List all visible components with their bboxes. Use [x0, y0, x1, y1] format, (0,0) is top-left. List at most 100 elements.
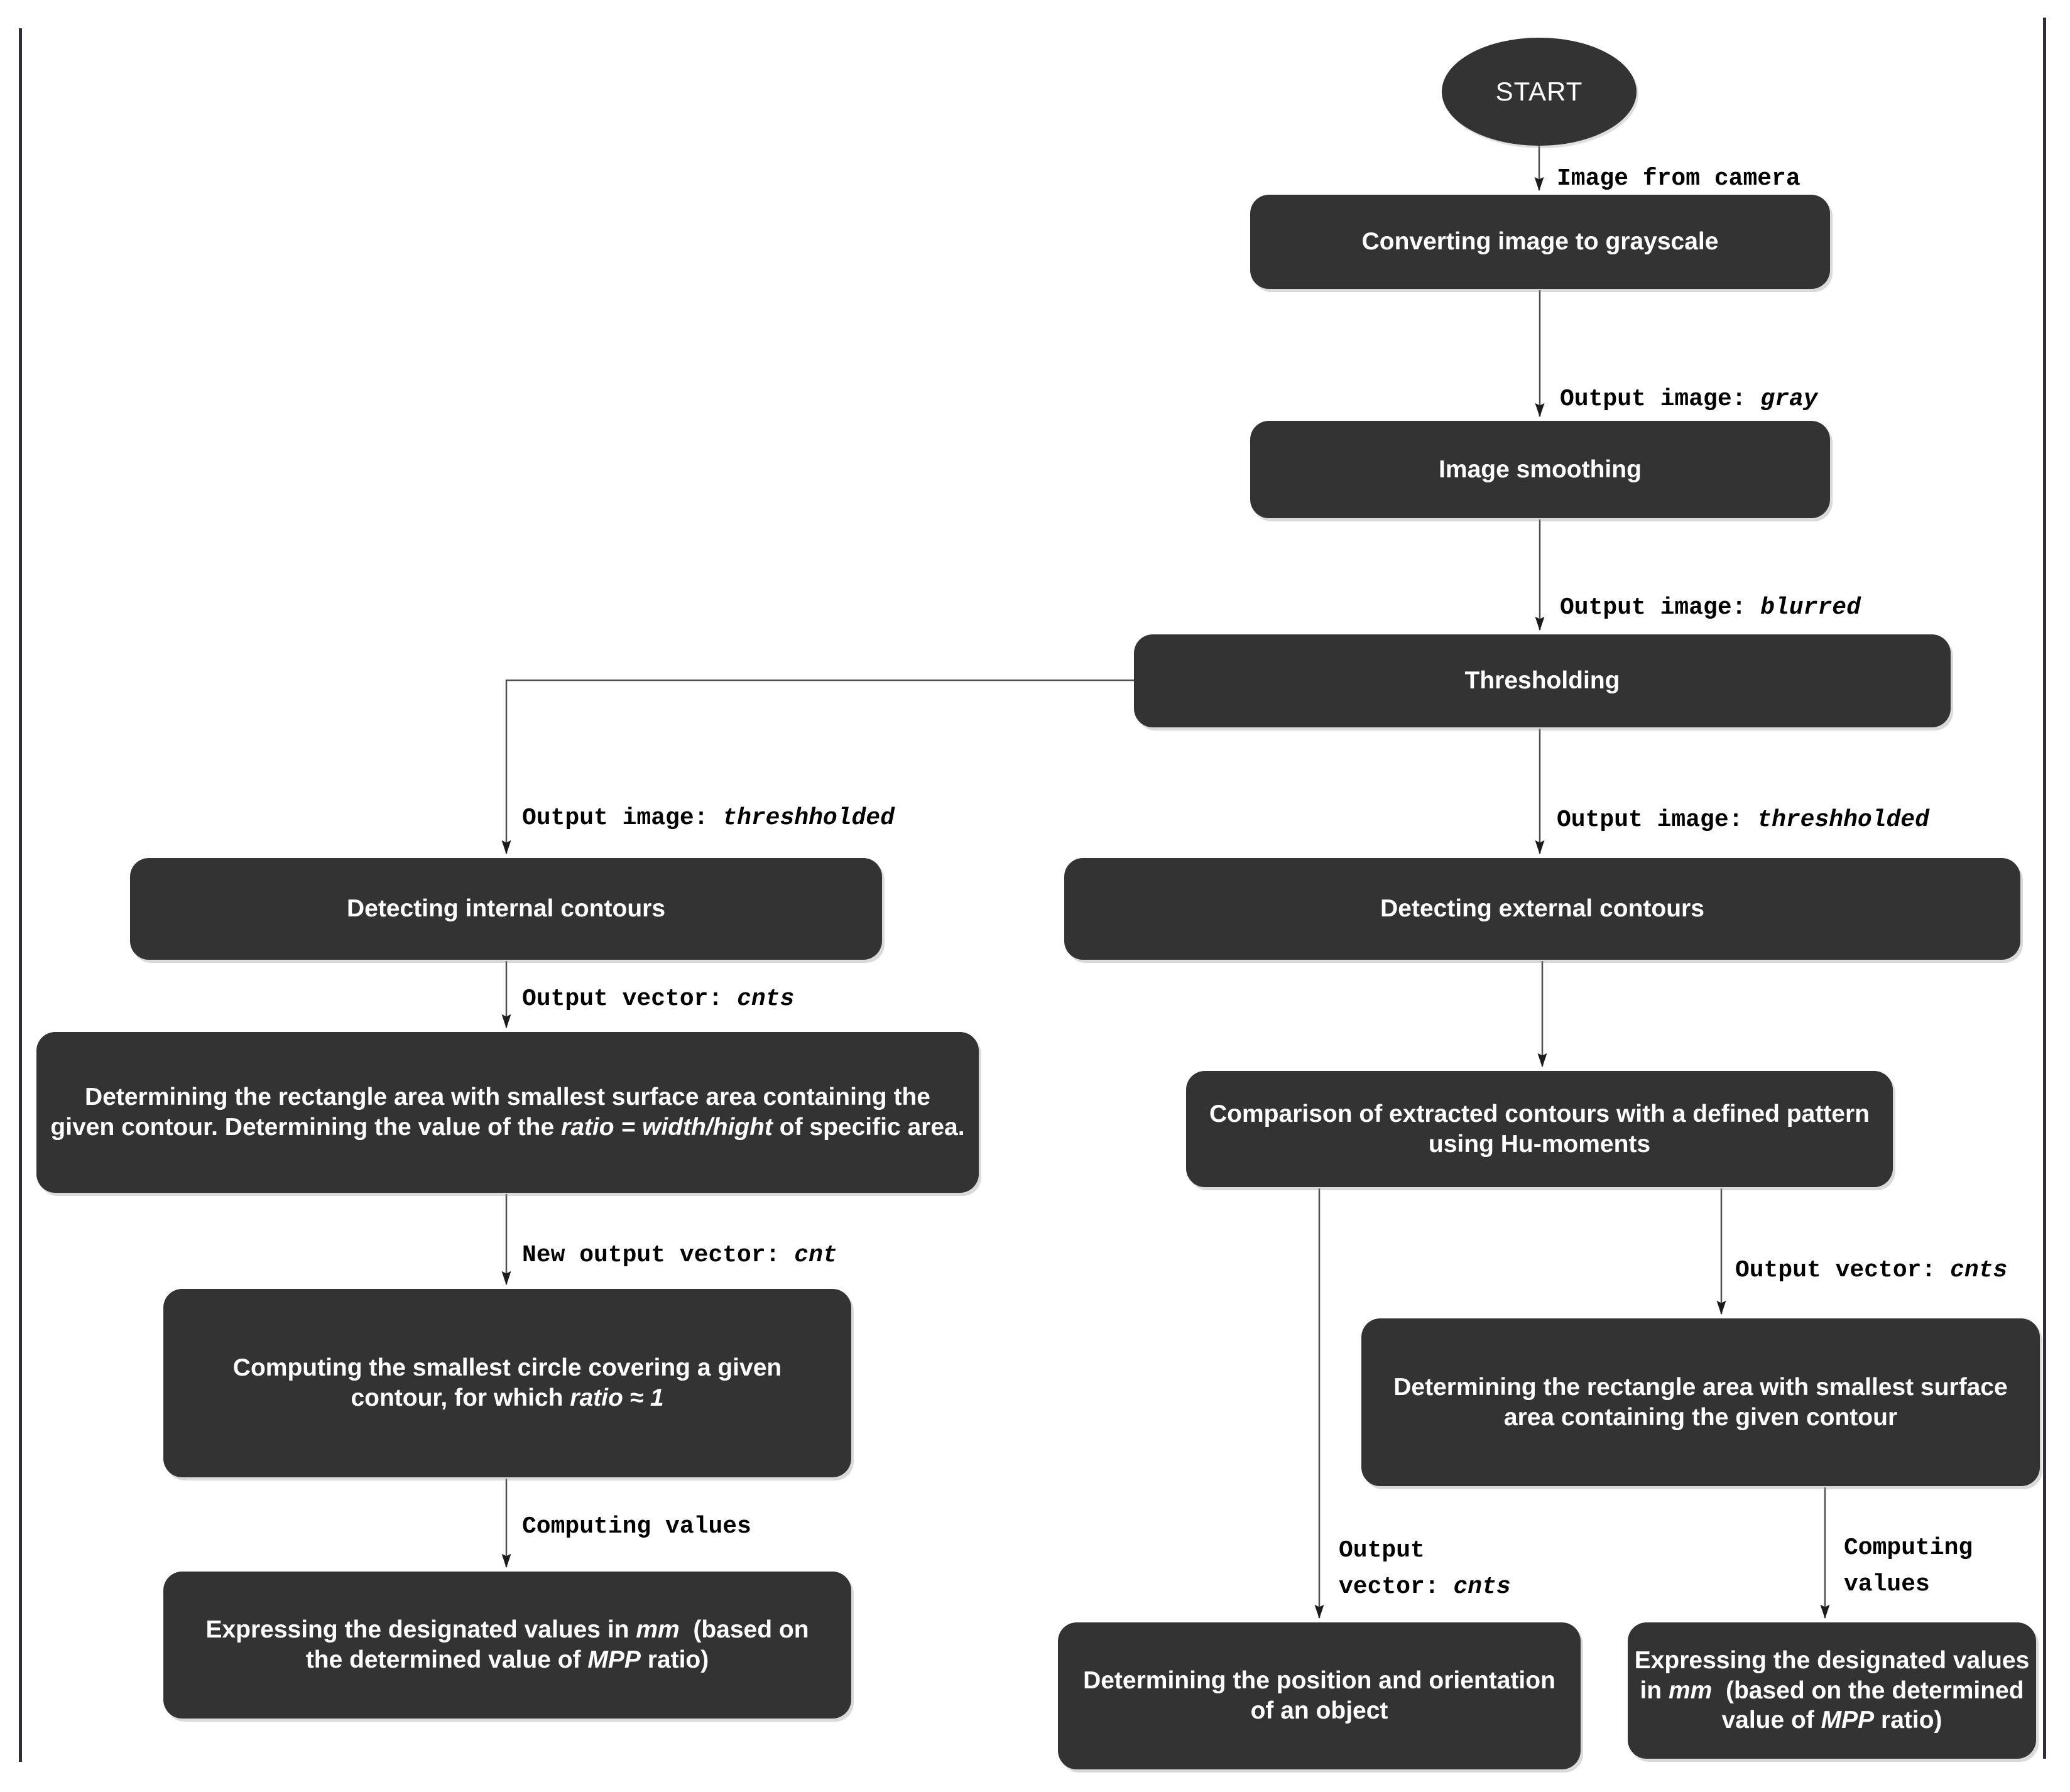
node-detect-internal-contours: Detecting internal contours [130, 858, 882, 960]
plain-text: of specific area. [772, 1114, 965, 1141]
text-line: using Hu-moments [1429, 1129, 1650, 1159]
plain-text: START [1495, 77, 1583, 107]
plain-text: (based on the determined [1712, 1676, 2024, 1704]
plain-text: Expressing the designated values in [205, 1616, 636, 1644]
text-line: Detecting external contours [1380, 894, 1704, 924]
label-output-vector-cnts-bottom: Output vector: cnts [1339, 1533, 1511, 1605]
plain-text: of an object [1250, 1697, 1388, 1724]
node-determine-rectangle-ratio: Determining the rectangle area with smal… [36, 1032, 979, 1193]
text-line: Output image: gray [1560, 381, 1817, 418]
plain-text: Comparison of extracted contours with a … [1209, 1100, 1870, 1127]
text-line: Image smoothing [1439, 455, 1642, 485]
plain-text: the determined value of [305, 1646, 588, 1673]
variable-text: MPP [1821, 1707, 1875, 1734]
plain-text: Image smoothing [1439, 455, 1642, 483]
label-output-gray: Output image: gray [1560, 381, 1817, 418]
plain-text: ratio) [640, 1646, 709, 1673]
plain-text: Output [1339, 1537, 1425, 1564]
node-smallest-circle: Computing the smallest circle covering a… [163, 1289, 851, 1477]
text-line: Computing the smallest circle covering a… [233, 1353, 782, 1383]
plain-text: Image from camera [1557, 165, 1800, 192]
node-compare-hu-moments: Comparison of extracted contours with a … [1186, 1071, 1893, 1187]
text-line: in mm (based on the determined [1640, 1676, 2024, 1706]
text-line: the determined value of MPP ratio) [306, 1645, 709, 1675]
plain-text: Thresholding [1464, 667, 1620, 695]
text-line: given contour. Determining the value of … [50, 1112, 964, 1143]
variable-text: blurred [1760, 594, 1861, 621]
node-convert-grayscale: Converting image to grayscale [1250, 195, 1830, 289]
frame-right-line [2043, 18, 2046, 1759]
plain-text: New output vector: [522, 1242, 795, 1269]
plain-text: given contour. Determining the value of … [50, 1114, 562, 1141]
plain-text: Determining the rectangle area with smal… [85, 1083, 930, 1111]
node-image-smoothing: Image smoothing [1250, 421, 1830, 518]
variable-text: gray [1760, 386, 1818, 413]
text-line: Detecting internal contours [347, 894, 665, 924]
plain-text: Detecting internal contours [346, 895, 666, 923]
plain-text: Output image: [1560, 386, 1761, 413]
text-line: Expressing the designated values [1635, 1646, 2030, 1676]
text-line: Thresholding [1465, 666, 1620, 696]
text-line: Output [1339, 1533, 1511, 1569]
label-image-from-camera: Image from camera [1557, 161, 1800, 197]
text-line: START [1496, 75, 1583, 107]
label-output-blurred: Output image: blurred [1560, 590, 1861, 626]
variable-text: cnt [794, 1242, 837, 1269]
variable-text: cnts [737, 986, 795, 1013]
text-line: values [1844, 1567, 1973, 1603]
plain-text: Output image: [1557, 806, 1758, 834]
node-determine-rectangle-right: Determining the rectangle area with smal… [1361, 1318, 2040, 1486]
plain-text: Converting image to grayscale [1361, 228, 1719, 256]
plain-text: Determining the rectangle area with smal… [1393, 1373, 2008, 1401]
text-line: Computing [1844, 1530, 1973, 1567]
text-line: Output image: blurred [1560, 590, 1861, 626]
variable-text: threshholded [722, 805, 895, 832]
label-computing-values-right: Computing values [1844, 1530, 1973, 1603]
plain-text: (based on [679, 1616, 809, 1644]
text-line: Comparison of extracted contours with a … [1209, 1099, 1870, 1129]
variable-text: ratio = width/hight [561, 1114, 773, 1141]
text-line: New output vector: cnt [522, 1237, 837, 1274]
plain-text: area containing the given contour [1503, 1403, 1898, 1431]
node-express-mm-left: Expressing the designated values in mm (… [163, 1572, 851, 1719]
plain-text: vector: [1339, 1573, 1454, 1600]
text-line: value of MPP ratio) [1721, 1705, 1942, 1735]
edge-thresholding-to-internal [501, 679, 1134, 855]
label-output-threshholded-right: Output image: threshholded [1557, 802, 1929, 839]
text-line: Determining the rectangle area with smal… [85, 1082, 930, 1112]
variable-text: ratio ≈ 1 [570, 1384, 664, 1411]
node-position-orientation: Determining the position and orientation… [1058, 1622, 1581, 1769]
frame-left-line [19, 28, 22, 1762]
variable-text: cnts [1453, 1573, 1511, 1600]
plain-text: value of [1721, 1707, 1821, 1734]
text-line: Output image: threshholded [1557, 802, 1929, 839]
plain-text: Output image: [1560, 594, 1761, 621]
text-line: Expressing the designated values in mm (… [205, 1615, 809, 1645]
label-new-output-vector-cnt: New output vector: cnt [522, 1237, 837, 1274]
variable-text: threshholded [1757, 806, 1929, 834]
text-line: Determining the rectangle area with smal… [1393, 1372, 2008, 1403]
plain-text: using Hu-moments [1428, 1130, 1651, 1158]
label-output-vector-cnts-left: Output vector: cnts [522, 981, 794, 1018]
plain-text: Detecting external contours [1380, 895, 1704, 923]
plain-text: Output vector: [1735, 1257, 1951, 1284]
plain-text: Output image: [522, 805, 723, 832]
plain-text: contour, for which [351, 1384, 570, 1411]
text-line: area containing the given contour [1504, 1403, 1897, 1433]
plain-text: Output vector: [522, 986, 738, 1013]
node-start: START [1442, 38, 1637, 146]
text-line: Computing values [522, 1509, 751, 1545]
plain-text: in [1640, 1676, 1669, 1704]
variable-text: mm [636, 1616, 680, 1644]
text-line: contour, for which ratio ≈ 1 [351, 1383, 663, 1413]
plain-text: Expressing the designated values [1634, 1647, 2030, 1675]
label-output-vector-cnts-right: Output vector: cnts [1735, 1252, 2007, 1289]
plain-text: Determining the position and orientation [1083, 1667, 1555, 1695]
plain-text: values [1844, 1571, 1930, 1598]
plain-text: Computing the smallest circle covering a… [232, 1354, 782, 1382]
node-thresholding: Thresholding [1134, 634, 1951, 727]
text-line: Output vector: cnts [522, 981, 794, 1018]
